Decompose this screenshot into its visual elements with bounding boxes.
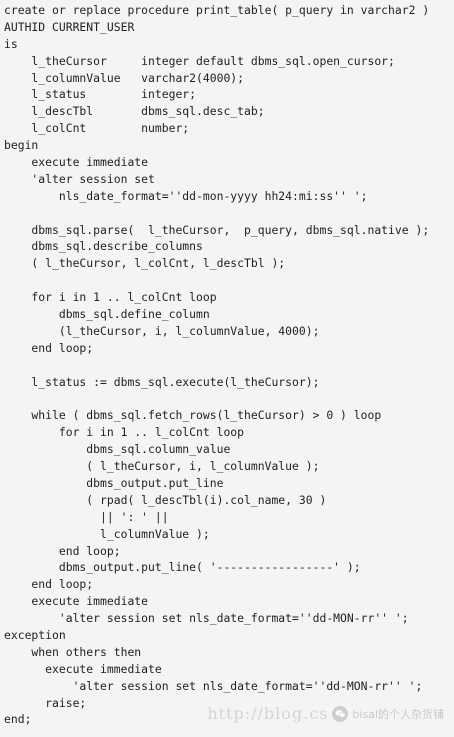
code-line: dbms_sql.parse( l_theCursor, p_query, db… — [4, 222, 430, 237]
code-line: 'alter session set nls_date_format=''dd-… — [4, 611, 409, 626]
code-line: end loop; — [4, 340, 94, 355]
code-line: ( l_theCursor, i, l_columnValue ); — [4, 459, 320, 474]
code-line: l_status := dbms_sql.execute(l_theCursor… — [4, 374, 320, 389]
code-line: end loop; — [4, 543, 121, 558]
code-line: end; — [4, 712, 32, 727]
code-line: dbms_sql.define_column — [4, 307, 210, 322]
code-line: dbms_sql.describe_columns — [4, 239, 203, 254]
code-line: || ': ' || — [4, 509, 169, 524]
code-line: dbms_output.put_line — [4, 475, 224, 490]
code-line: when others then — [4, 644, 142, 659]
code-line: dbms_output.put_line( '-----------------… — [4, 560, 361, 575]
code-line: raise; — [4, 695, 87, 710]
code-line: ( rpad( l_descTbl(i).col_name, 30 ) — [4, 492, 327, 507]
code-line: end loop; — [4, 577, 94, 592]
code-line: for i in 1 .. l_colCnt loop — [4, 290, 217, 305]
code-line: l_theCursor integer default dbms_sql.ope… — [4, 53, 395, 68]
code-line: execute immediate — [4, 594, 149, 609]
code-line: nls_date_format=''dd-mon-yyyy hh24:mi:ss… — [4, 188, 368, 203]
code-line: exception — [4, 627, 66, 642]
code-line: AUTHID CURRENT_USER — [4, 19, 135, 34]
code-line: 'alter session set — [4, 171, 155, 186]
code-line: l_status integer; — [4, 87, 197, 102]
code-line: ( l_theCursor, l_colCnt, l_descTbl ); — [4, 256, 286, 271]
code-line: for i in 1 .. l_colCnt loop — [4, 425, 245, 440]
code-line: begin — [4, 138, 39, 153]
code-line — [0, 272, 454, 289]
code-line: l_descTbl dbms_sql.desc_tab; — [4, 104, 265, 119]
code-line: execute immediate — [4, 155, 149, 170]
code-line: l_columnValue varchar2(4000); — [4, 70, 245, 85]
code-line: 'alter session set nls_date_format=''dd-… — [4, 678, 423, 693]
code-line: execute immediate — [4, 661, 162, 676]
code-line: (l_theCursor, i, l_columnValue, 4000); — [4, 323, 320, 338]
code-line — [0, 205, 454, 222]
code-line: dbms_sql.column_value — [4, 442, 231, 457]
code-line: create or replace procedure print_table(… — [4, 3, 430, 17]
code-line — [0, 390, 454, 407]
code-line: l_colCnt number; — [4, 121, 190, 136]
code-line: is — [4, 36, 18, 51]
code-line: while ( dbms_sql.fetch_rows(l_theCursor)… — [4, 408, 382, 423]
code-line: l_columnValue ); — [4, 526, 210, 541]
code-line — [0, 357, 454, 374]
